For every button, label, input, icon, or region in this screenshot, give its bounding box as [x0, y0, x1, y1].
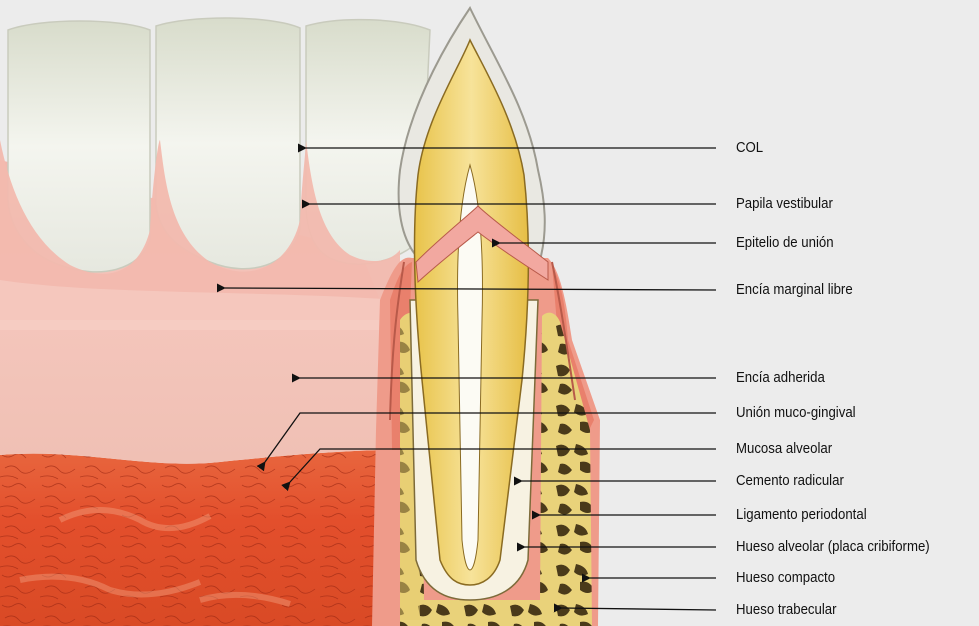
- label-encia-adherida: Encía adherida: [736, 369, 825, 387]
- label-papila-vestibular: Papila vestibular: [736, 195, 833, 213]
- label-hueso-compacto: Hueso compacto: [736, 569, 835, 587]
- label-cemento-radicular: Cemento radicular: [736, 472, 844, 490]
- label-ligamento-periodontal: Ligamento periodontal: [736, 506, 867, 524]
- label-epitelio-de-union: Epitelio de unión: [736, 234, 834, 252]
- label-col: COL: [736, 139, 763, 157]
- label-union-muco-gingival: Unión muco-gingival: [736, 404, 856, 422]
- label-encia-marginal-libre: Encía marginal libre: [736, 281, 853, 299]
- label-mucosa-alveolar: Mucosa alveolar: [736, 440, 832, 458]
- label-hueso-alveolar: Hueso alveolar (placa cribiforme): [736, 538, 930, 556]
- label-hueso-trabecular: Hueso trabecular: [736, 601, 837, 619]
